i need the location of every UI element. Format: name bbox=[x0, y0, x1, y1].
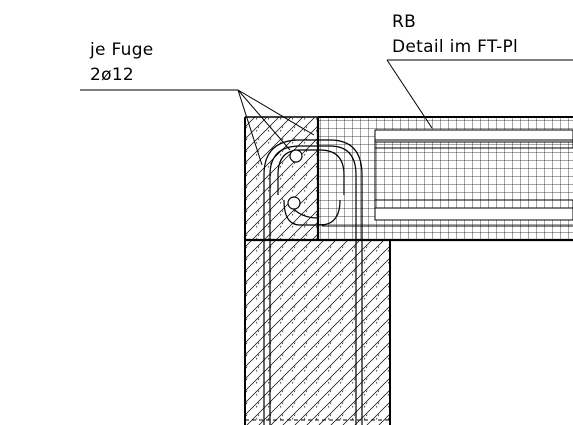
detail-label: Detail im FT-Pl bbox=[392, 37, 518, 57]
rebar-loops bbox=[263, 139, 363, 425]
leader-lines bbox=[80, 59, 573, 166]
joint-rebar-label: 2ø12 bbox=[90, 65, 134, 85]
slab-section bbox=[316, 116, 573, 241]
rebar-circle-bottom bbox=[287, 196, 301, 210]
corner-block bbox=[244, 116, 318, 240]
joint-label: je Fuge bbox=[89, 40, 154, 60]
wall-section bbox=[244, 239, 391, 425]
joint-rebar-circles bbox=[287, 149, 303, 210]
rebar-circle-top bbox=[289, 149, 303, 163]
rb-label: RB bbox=[392, 12, 416, 32]
